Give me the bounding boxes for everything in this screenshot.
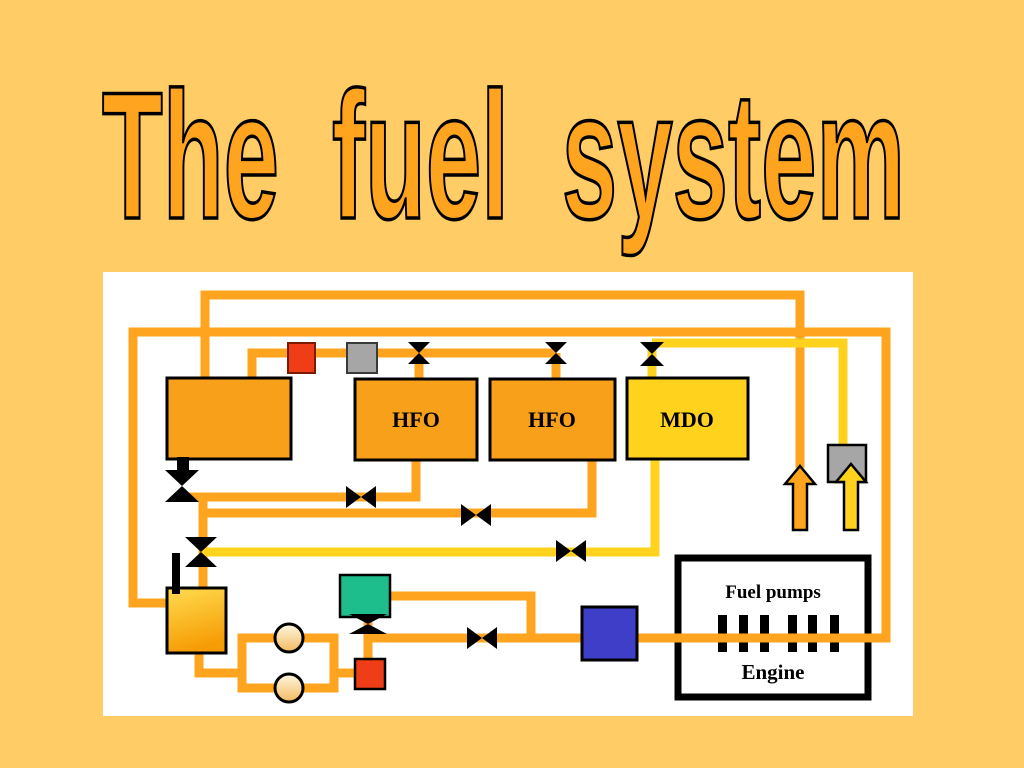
valves xyxy=(165,342,664,649)
valve-hfo2-suction-icon xyxy=(461,504,491,526)
red-unit-box-lower xyxy=(353,657,387,691)
hfo-tank-1-label: HFO xyxy=(392,407,440,432)
transfer-pump-icon xyxy=(273,622,305,654)
equipment xyxy=(287,342,868,691)
fuel-pumps-label: Fuel pumps xyxy=(725,582,821,603)
pipe-hfo1-suction xyxy=(178,458,421,502)
hfo-bunker-arrow-icon xyxy=(782,464,818,532)
valve-daytank-feed-icon xyxy=(185,537,217,567)
transfer-pump-icon xyxy=(273,672,305,704)
settling-tank xyxy=(165,376,293,461)
pipe-mdo-suction xyxy=(201,458,660,557)
mdo-tank-label: MDO xyxy=(660,407,714,432)
mdo-bunker-arrow-icon xyxy=(833,462,869,532)
hfo-tank-2 xyxy=(488,377,617,462)
diagram-panel: HFO HFO MDO Fuel pumps Engine xyxy=(103,272,913,716)
valve-engine-supply-icon xyxy=(467,627,497,649)
day-tank-vent-pipe-icon xyxy=(172,553,180,594)
valve-mdo-fill-icon xyxy=(640,342,664,366)
pipe-daytank-outlet xyxy=(194,651,246,678)
hfo-tank-2-label: HFO xyxy=(528,407,576,432)
filter-unit-blue xyxy=(580,605,639,662)
mdo-tank xyxy=(625,376,750,461)
fuel-system-diagram: HFO HFO MDO Fuel pumps Engine xyxy=(128,290,891,704)
mixing-day-tank xyxy=(165,586,228,655)
pipe-hfo2-suction xyxy=(203,458,597,518)
valve-mdo-suction-icon xyxy=(556,540,586,562)
valve-hfo2-fill-icon xyxy=(545,342,567,364)
pipe-heater-bypass xyxy=(390,591,536,638)
red-unit-box xyxy=(287,342,316,374)
pipe-bunker-to-settling-tank xyxy=(200,290,805,468)
slide-title: The fuel system xyxy=(101,55,906,257)
valve-hfo1-suction-icon xyxy=(346,486,376,508)
valve-hfo1-fill-icon xyxy=(408,342,430,364)
valve-settling-outlet-icon xyxy=(165,470,199,502)
pipe-tank-fill-header xyxy=(247,348,556,382)
pipe-mdo-bunker-line xyxy=(652,338,848,449)
hfo-tank-1 xyxy=(353,377,479,462)
valve-heater-outlet-icon xyxy=(349,614,387,634)
heater-unit-green xyxy=(338,573,392,619)
engine-label: Engine xyxy=(741,660,804,684)
settling-tank-outlet-stem xyxy=(177,457,189,472)
gray-unit-box xyxy=(346,342,378,374)
tanks xyxy=(165,376,750,655)
